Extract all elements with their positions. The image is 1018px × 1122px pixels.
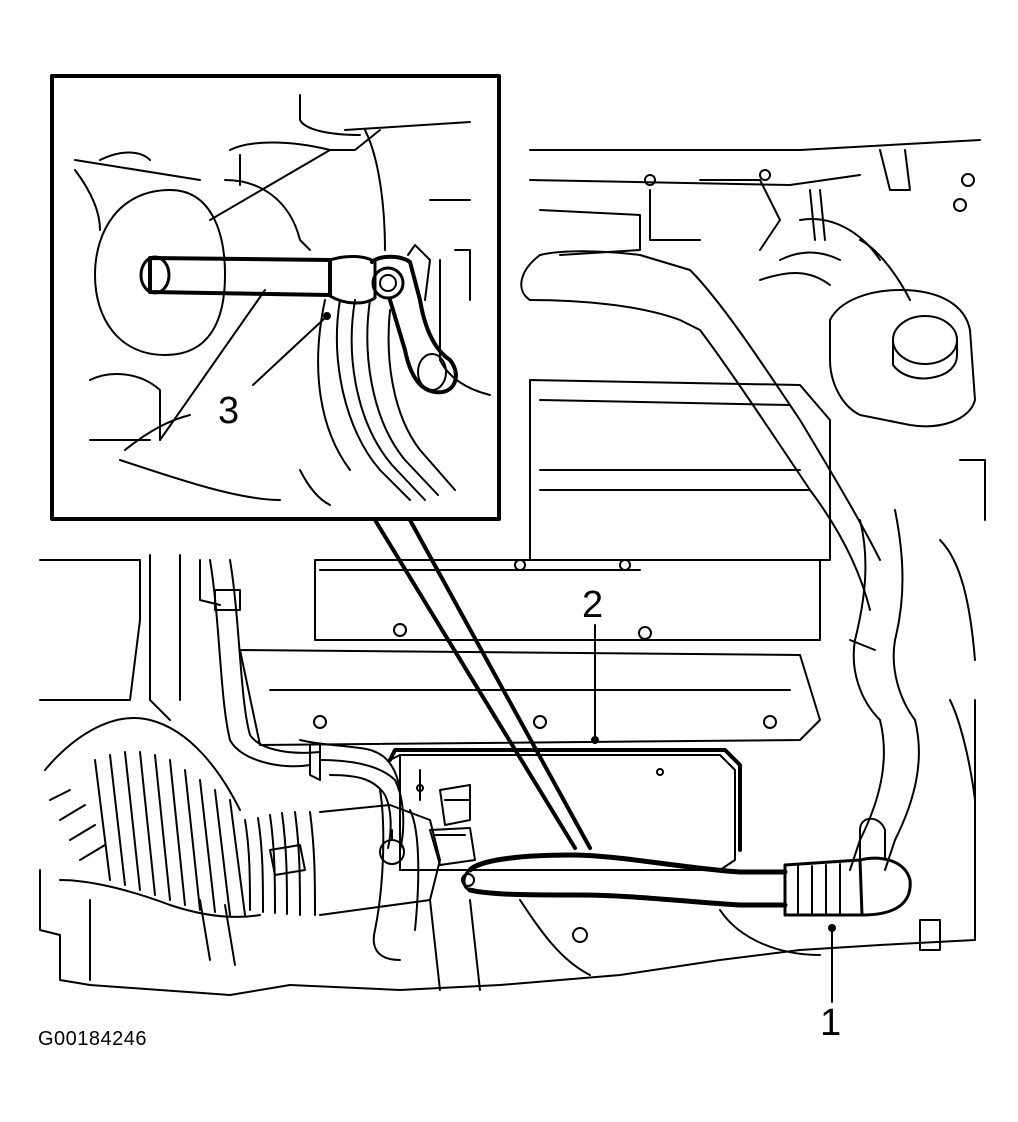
detail-pointer-wedge bbox=[373, 518, 592, 850]
callout-label-1: 1 bbox=[820, 1002, 842, 1044]
callout-3-leader bbox=[252, 317, 326, 386]
engine-bay-background bbox=[39, 139, 986, 996]
callout-label-2: 2 bbox=[582, 584, 604, 626]
figure-id-label: G00184246 bbox=[38, 1028, 148, 1050]
callout-label-3: 3 bbox=[218, 390, 240, 432]
detail-inset bbox=[50, 74, 501, 521]
highlighted-hose bbox=[461, 817, 912, 917]
highlighted-housing-outline bbox=[388, 748, 742, 852]
callout-leaders bbox=[591, 624, 836, 1003]
